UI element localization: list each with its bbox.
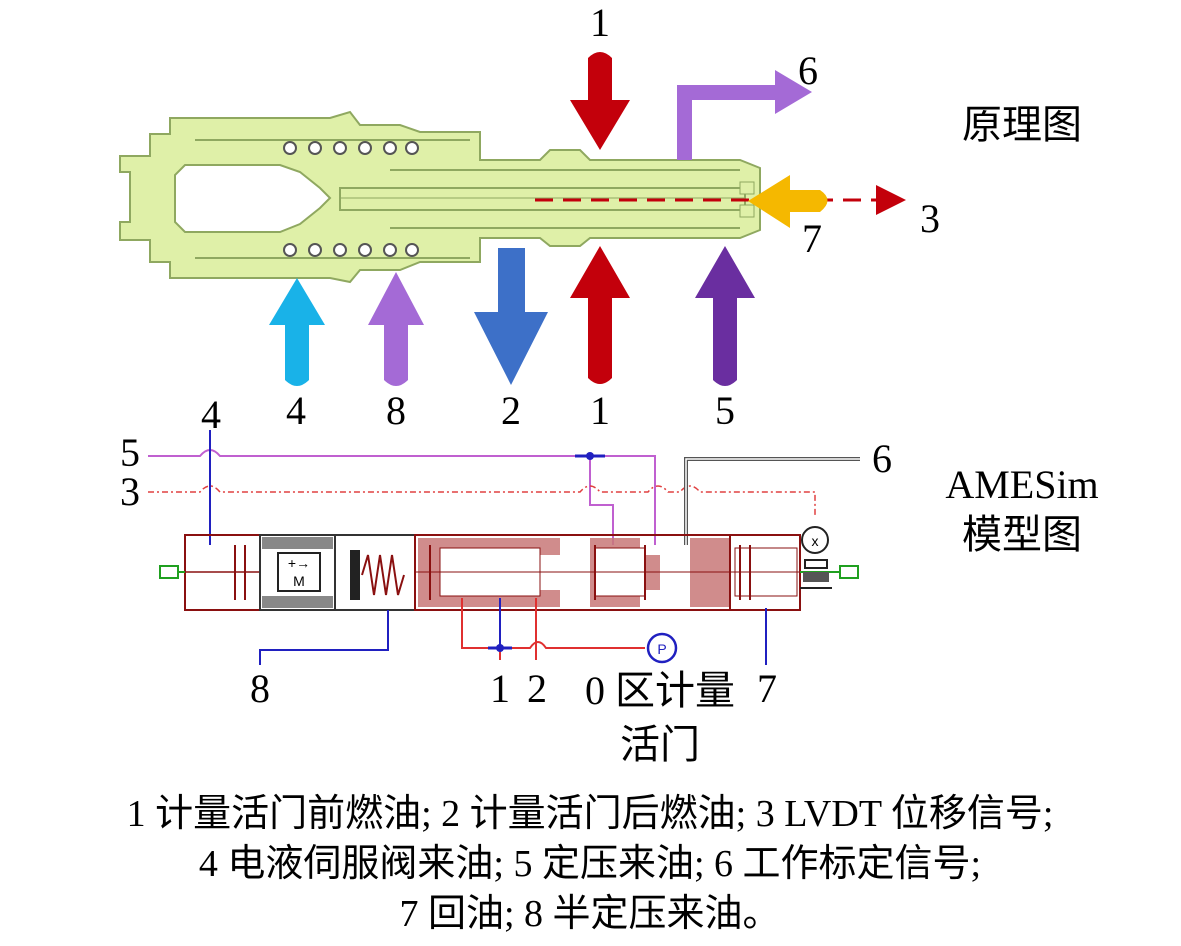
spring-block <box>334 534 416 611</box>
svg-text:x: x <box>812 533 819 549</box>
pressure-symbol: P <box>657 641 666 657</box>
caption: 1 计量活门前燃油; 2 计量活门后燃油; 3 LVDT 位移信号; 4 电液伺… <box>127 793 1054 935</box>
inner-cavity <box>174 164 332 233</box>
arrow-top-1 <box>570 52 630 150</box>
valve-schematic: 1 6 3 7 4 8 2 1 5 原理图 <box>119 0 1082 433</box>
line-1 <box>461 598 501 660</box>
spring-bottom <box>283 243 419 257</box>
label-2: 2 <box>501 388 521 433</box>
spring-top <box>283 141 419 155</box>
line-8 <box>259 610 389 665</box>
model-label-7: 7 <box>757 666 777 711</box>
line-5 <box>148 449 656 545</box>
zone-label-line1: 0 区计量 <box>585 668 735 713</box>
schematic-title: 原理图 <box>962 102 1082 147</box>
label-7: 7 <box>802 216 822 261</box>
line-3 <box>148 485 816 515</box>
model-label-6: 6 <box>872 436 892 481</box>
arrow-return-7 <box>748 175 828 228</box>
caption-line-2: 4 电液伺服阀来油; 5 定压来油; 6 工作标定信号; <box>199 843 981 885</box>
model-label-1: 1 <box>490 666 510 711</box>
amesim-model: M +→ x <box>120 392 1099 767</box>
label-5: 5 <box>715 388 735 433</box>
model-title-line1: AMESim <box>945 462 1098 507</box>
label-4: 4 <box>286 388 306 433</box>
label-3: 3 <box>920 196 940 241</box>
model-label-2: 2 <box>527 666 547 711</box>
arrow-bottom-4 <box>269 278 325 386</box>
pressure-gauge-icon <box>646 632 678 664</box>
right-end-cap <box>839 565 859 579</box>
label-top-1: 1 <box>590 0 610 45</box>
arrow-bottom-5 <box>695 246 755 386</box>
motor-symbol: M <box>293 573 305 589</box>
model-label-5: 5 <box>120 430 140 475</box>
model-label-4: 4 <box>201 392 221 437</box>
arrow-bottom-2 <box>474 248 548 385</box>
lvdt-sensor-icon <box>801 526 829 554</box>
label-8: 8 <box>386 388 406 433</box>
model-label-8: 8 <box>250 666 270 711</box>
arrow-bottom-8 <box>368 272 424 386</box>
arrow-outlet-6 <box>677 70 812 160</box>
model-label-3: 3 <box>120 469 140 514</box>
label-6: 6 <box>798 48 818 93</box>
caption-line-3: 7 回油; 8 半定压来油。 <box>399 893 780 935</box>
label-bottom-1: 1 <box>590 388 610 433</box>
svg-text:+→: +→ <box>288 555 310 571</box>
model-title-line2: 模型图 <box>962 512 1082 557</box>
line-6 <box>684 457 860 545</box>
left-end-cap <box>159 565 179 579</box>
caption-line-1: 1 计量活门前燃油; 2 计量活门后燃油; 3 LVDT 位移信号; <box>127 793 1054 835</box>
arrow-bottom-1 <box>570 246 630 384</box>
zone-label-line2: 活门 <box>620 722 700 767</box>
